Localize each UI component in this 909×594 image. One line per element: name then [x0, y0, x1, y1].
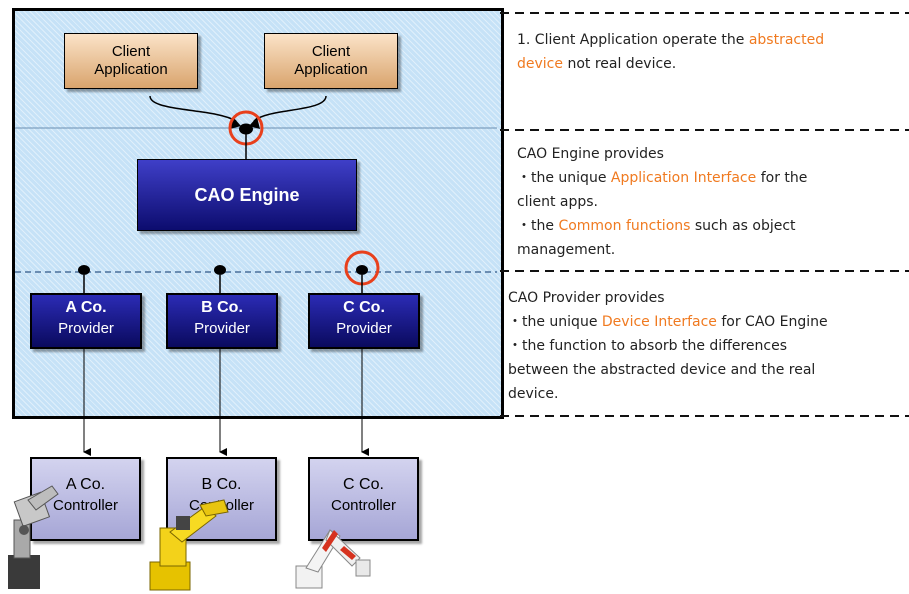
- client-line1: Client: [111, 43, 151, 60]
- provider-label: Provider: [58, 320, 114, 337]
- engine-interface-dot: [239, 123, 253, 135]
- note-3-bullet-1: ・the unique Device Interface for CAO Eng…: [508, 310, 828, 334]
- note-3-title: CAO Provider provides: [508, 290, 665, 306]
- note-2-b2-pre: ・the: [517, 218, 559, 234]
- note-2-title: CAO Engine provides: [517, 146, 664, 162]
- cao-engine-label: CAO Engine: [194, 184, 300, 205]
- controller-c-box: C Co. Controller: [308, 457, 419, 541]
- provider-b-dot: [214, 265, 226, 275]
- provider-a-box: A Co. Provider: [30, 293, 142, 349]
- note-1: 1. Client Application operate the abstra…: [517, 28, 824, 76]
- client-application-box: Client Application: [264, 33, 398, 89]
- robot-c-icon: [295, 529, 371, 589]
- note-2-bullet-2: ・the Common functions such as object: [517, 214, 807, 238]
- note-3-b2: ・the function to absorb the differences: [508, 338, 787, 354]
- provider-a-dot: [78, 265, 90, 275]
- robot-b-icon: [149, 499, 229, 591]
- provider-c-dot: [356, 265, 368, 275]
- note-3: CAO Provider provides ・the unique Device…: [508, 286, 828, 406]
- note-2-bullet-1: ・the unique Application Interface for th…: [517, 166, 807, 190]
- note-1-prefix: 1. Client Application operate the: [517, 32, 749, 48]
- note-1-line-1: 1. Client Application operate the abstra…: [517, 28, 824, 52]
- provider-b-box: B Co. Provider: [166, 293, 278, 349]
- note-2-b1-cont: client apps.: [517, 194, 598, 210]
- note-2-b1-highlight: Application Interface: [610, 170, 757, 186]
- provider-company: C Co.: [343, 299, 385, 316]
- note-1-highlight: abstracted: [748, 32, 825, 48]
- note-3-b1-highlight: Device Interface: [601, 314, 717, 330]
- controller-company: B Co.: [201, 476, 242, 493]
- provider-c-box: C Co. Provider: [308, 293, 420, 349]
- note-2: CAO Engine provides ・the unique Applicat…: [517, 142, 807, 262]
- provider-company: B Co.: [201, 299, 243, 316]
- robot-a-icon: [8, 485, 59, 589]
- note-1-suffix: not real device.: [563, 56, 677, 72]
- client-a-curve: [149, 95, 237, 122]
- client-application-box: Client Application: [64, 33, 198, 89]
- note-1-highlight-2: device: [517, 56, 563, 72]
- note-2-b2-post: such as object: [690, 218, 796, 234]
- provider-label: Provider: [336, 320, 392, 337]
- note-2-b1-post: for the: [756, 170, 808, 186]
- note-2-b2-highlight: Common functions: [558, 218, 691, 234]
- note-1-line-2: device not real device.: [517, 52, 824, 76]
- note-3-b2-cont-1: between the abstracted device and the re…: [508, 362, 816, 378]
- cao-engine-box: CAO Engine: [137, 159, 357, 231]
- controller-label: Controller: [52, 497, 119, 514]
- controller-company: A Co.: [65, 476, 106, 493]
- client-line1: Client: [311, 43, 351, 60]
- client-line2: Application: [94, 61, 168, 78]
- note-2-b1-pre: ・the unique: [517, 170, 611, 186]
- note-2-b2-cont: management.: [517, 242, 616, 258]
- client-line2: Application: [294, 61, 368, 78]
- controller-label: Controller: [330, 497, 397, 514]
- note-3-b1-pre: ・the unique: [508, 314, 602, 330]
- controller-company: C Co.: [343, 476, 384, 493]
- note-3-b1-post: for CAO Engine: [716, 314, 828, 330]
- note-3-b2-cont-2: device.: [508, 386, 559, 402]
- provider-company: A Co.: [65, 299, 107, 316]
- provider-label: Provider: [194, 320, 250, 337]
